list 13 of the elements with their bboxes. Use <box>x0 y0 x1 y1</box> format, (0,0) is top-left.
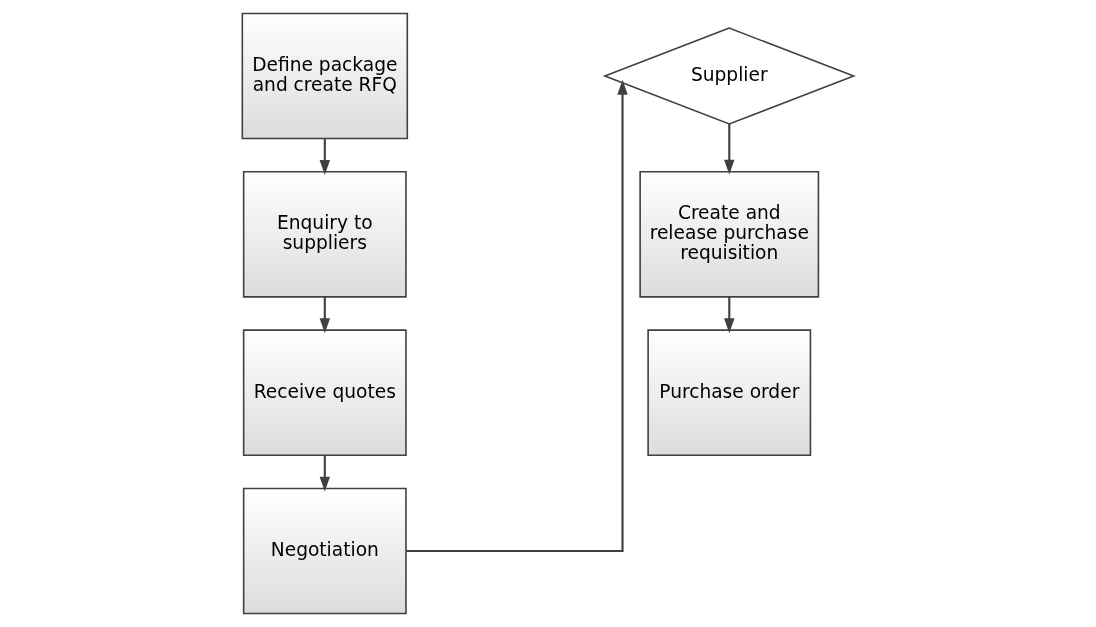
node-box: Purchase order <box>647 329 812 456</box>
node-box: Define package and create RFQ <box>241 12 409 140</box>
arrow <box>319 455 331 492</box>
arrow <box>724 123 735 175</box>
node-box: Negotiation <box>242 487 407 615</box>
arrow <box>319 296 331 334</box>
arrow <box>724 296 735 334</box>
node-box: Enquiry to suppliers <box>242 171 407 298</box>
node-box: Receive quotes <box>242 329 407 456</box>
node-diamond: Supplier <box>602 27 856 125</box>
arrow <box>319 138 331 175</box>
arrow <box>406 79 628 553</box>
node-box: Create and release purchase requisition <box>639 171 820 298</box>
